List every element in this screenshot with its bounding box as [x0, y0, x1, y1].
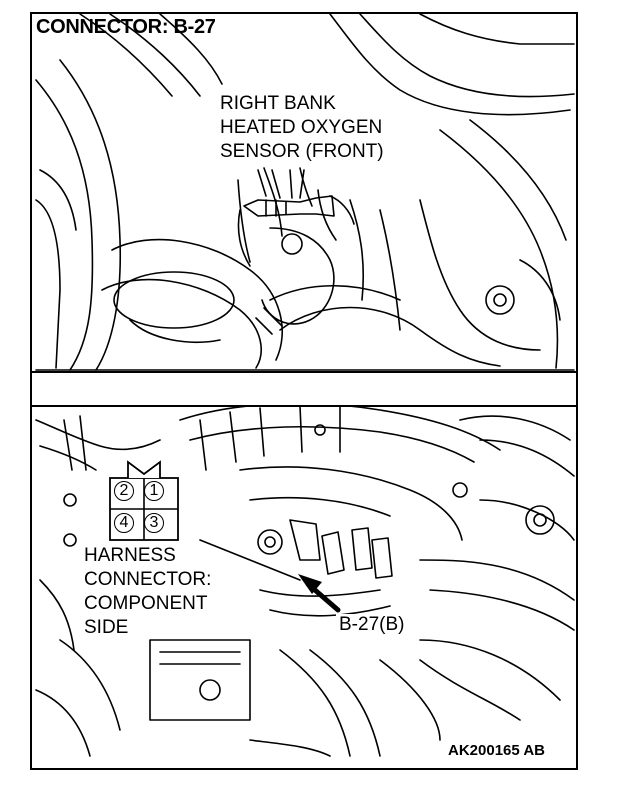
panel-divider [32, 372, 576, 406]
connector-pointer-arrow-icon [298, 574, 341, 613]
harness-label-line-4: SIDE [82, 616, 131, 640]
harness-label-line-2: CONNECTOR: [82, 568, 214, 592]
sensor-label-line-1: RIGHT BANK [218, 92, 338, 116]
sensor-label-line-3: SENSOR (FRONT) [218, 140, 386, 164]
pin-3: 3 [144, 513, 164, 533]
illustration-code: AK200165 AB [446, 742, 547, 759]
connector-latch-icon [127, 460, 161, 478]
harness-label-line-1: HARNESS [82, 544, 178, 568]
pin-4: 4 [114, 513, 134, 533]
pin-2: 2 [114, 481, 134, 501]
pin-1: 1 [144, 481, 164, 501]
top-panel-engine-art [35, 13, 575, 371]
bottom-panel-engine-art [35, 402, 575, 757]
connector-callout-label: B-27(B) [336, 614, 408, 636]
harness-label-line-3: COMPONENT [82, 592, 210, 616]
connector-title: CONNECTOR: B-27 [36, 16, 216, 38]
sensor-label-line-2: HEATED OXYGEN [218, 116, 385, 140]
